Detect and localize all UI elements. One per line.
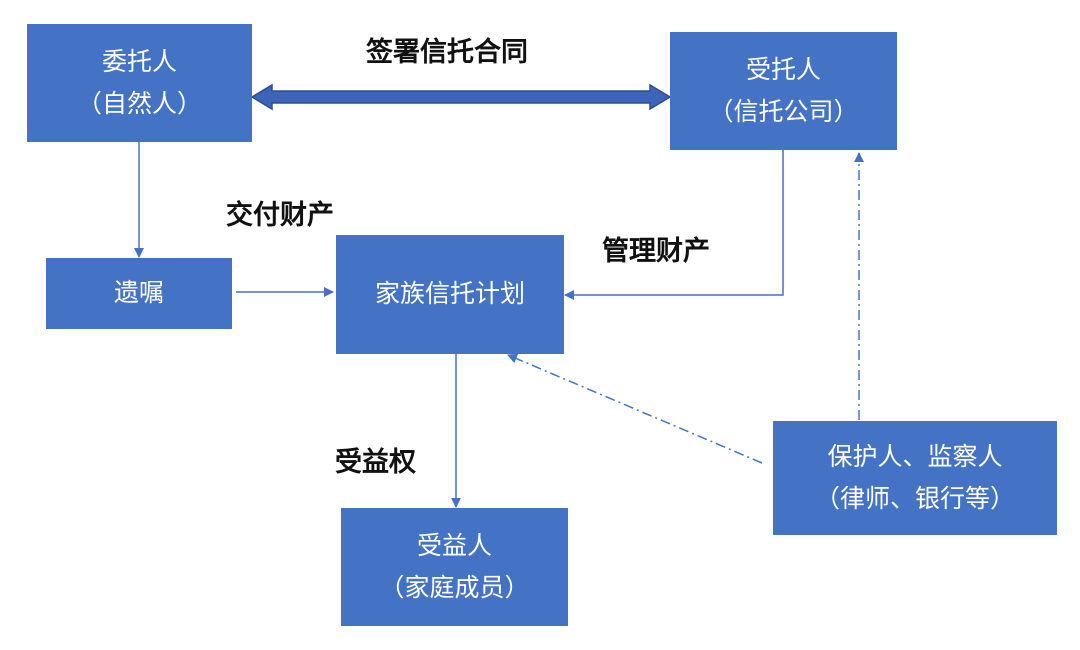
protector-subtitle: （律师、银行等） (814, 484, 1015, 513)
trustee-node: 受托人 （信托公司） (670, 32, 897, 150)
will-node: 遗嘱 (46, 258, 232, 329)
trustee-to-trust-plan-arrow (564, 150, 784, 300)
will-title: 遗嘱 (113, 278, 164, 308)
beneficiary-subtitle: （家庭成员） (379, 573, 530, 602)
settlor-node: 委托人 （自然人） (27, 24, 252, 142)
trust-plan-title: 家族信托计划 (374, 279, 525, 309)
beneficial-right-label: 受益权 (335, 447, 416, 478)
beneficiary-title: 受益人 (416, 530, 492, 560)
protector-to-trust-plan-arrow (507, 353, 763, 464)
settlor-title: 委托人 (101, 46, 177, 76)
sign-contract-double-arrow (250, 83, 672, 111)
trust-plan-node: 家族信托计划 (336, 235, 564, 354)
manage-property-label: 管理财产 (602, 236, 710, 267)
trustee-title: 受托人 (745, 54, 821, 84)
sign-contract-label: 签署信托合同 (366, 37, 528, 68)
settlor-subtitle: （自然人） (76, 89, 202, 118)
beneficiary-node: 受益人 （家庭成员） (341, 508, 568, 626)
trustee-subtitle: （信托公司） (708, 97, 859, 126)
protector-title: 保护人、监察人 (827, 441, 1003, 471)
deliver-property-label: 交付财产 (226, 200, 334, 231)
protector-node: 保护人、监察人 （律师、银行等） (773, 421, 1057, 535)
